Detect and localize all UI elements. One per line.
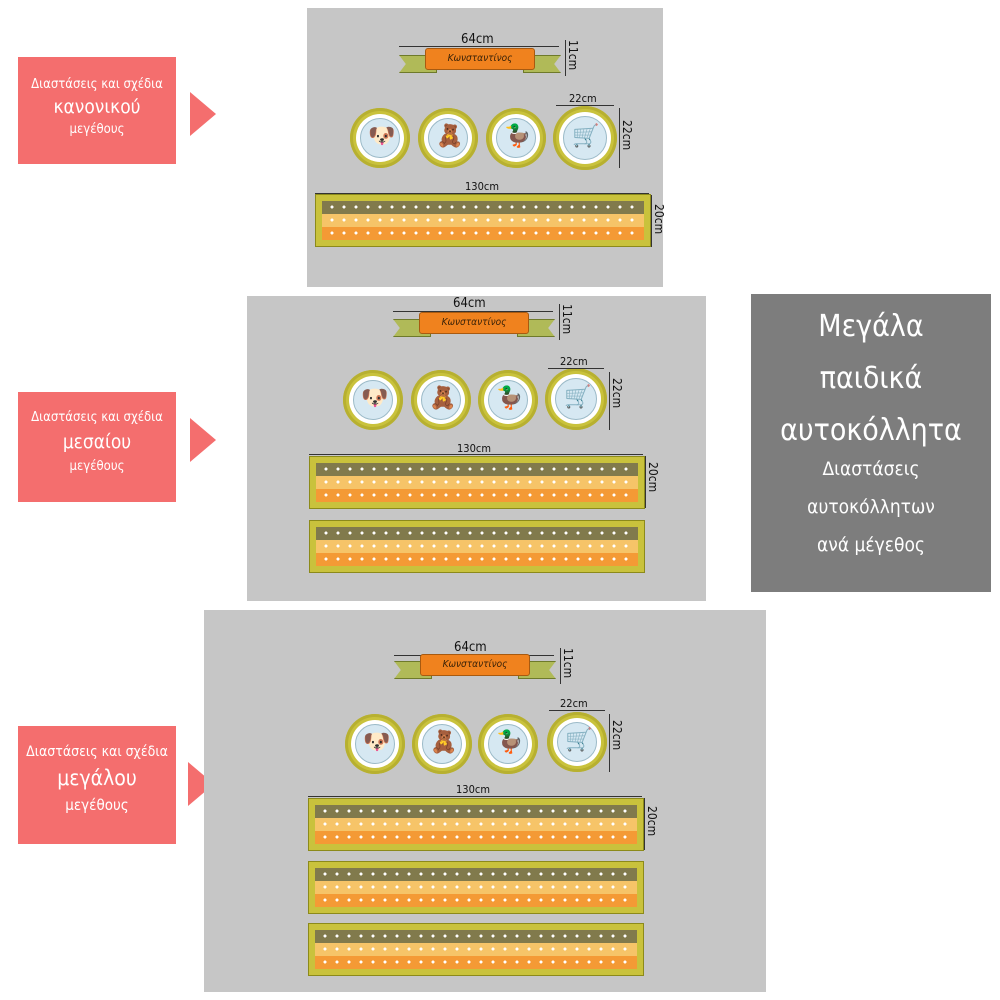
size-label-line1: Διαστάσεις και σχέδια [31, 410, 163, 425]
medallion: 🛒 [547, 712, 607, 772]
strip-width-label: 130cm [457, 442, 491, 455]
name-banner: Κωνσταντίνος [393, 312, 555, 344]
size-label-line3: μεγέθους [69, 122, 125, 137]
strip-width-label: 130cm [465, 180, 499, 193]
dimension-line [651, 195, 652, 247]
banner-height-label: 11cm [566, 40, 580, 71]
banner-height-label: 11cm [560, 304, 574, 335]
promo-title-line: αυτοκόλλητα [780, 413, 962, 448]
banner-width-label: 64cm [461, 32, 494, 47]
dimension-line [559, 304, 560, 340]
medallion: 🐶 [350, 108, 410, 168]
design-panel-medium: 64cm 11cm Κωνσταντίνος 🐶 🧸 🦆 🛒 22cm 22cm… [247, 296, 706, 601]
name-banner: Κωνσταντίνος [399, 48, 561, 80]
circle-height-label: 22cm [610, 720, 624, 751]
banner-name-text: Κωνσταντίνος [419, 312, 529, 334]
promo-subtitle-line: αυτοκόλλητων [807, 496, 935, 518]
circle-width-label: 22cm [569, 92, 597, 105]
teddy-bear-icon: 🧸 [436, 124, 464, 149]
dimension-line [308, 796, 642, 797]
dimension-line [399, 46, 559, 47]
design-panel-large: 64cm 11cm Κωνσταντίνος 🐶 🧸 🦆 🛒 22cm 22cm… [204, 610, 766, 992]
banner-name-text: Κωνσταντίνος [425, 48, 535, 70]
medallion: 🧸 [412, 714, 472, 774]
medallion: 🧸 [418, 108, 478, 168]
promo-box: Μεγάλα παιδικά αυτοκόλλητα Διαστάσεις αυ… [751, 294, 991, 592]
dimension-line [549, 710, 605, 711]
duck-icon: 🦆 [496, 386, 524, 411]
size-label-line2: μεγάλου [57, 766, 137, 790]
strip-height-label: 20cm [652, 204, 666, 235]
puppy-icon: 🐶 [363, 730, 391, 755]
medallion: 🦆 [486, 108, 546, 168]
medallion: 🦆 [478, 714, 538, 774]
medallion: 🧸 [411, 370, 471, 430]
size-label-regular: Διαστάσεις και σχέδια κανονικού μεγέθους [18, 57, 176, 164]
circle-width-label: 22cm [560, 355, 588, 368]
dimension-line [309, 454, 643, 455]
dimension-line [560, 648, 561, 684]
dimension-line [565, 40, 566, 76]
size-label-line2: μεσαίου [62, 431, 132, 453]
size-label-line2: κανονικού [53, 96, 141, 118]
teddy-bear-icon: 🧸 [429, 386, 457, 411]
size-label-medium: Διαστάσεις και σχέδια μεσαίου μεγέθους [18, 392, 176, 502]
dimension-line [609, 714, 610, 772]
border-strip [308, 798, 644, 851]
duck-icon: 🦆 [496, 730, 524, 755]
dimension-line [644, 798, 645, 850]
name-banner: Κωνσταντίνος [394, 654, 556, 686]
puppy-icon: 🐶 [368, 124, 396, 149]
banner-width-label: 64cm [453, 296, 486, 311]
dimension-line [315, 193, 649, 194]
promo-title-line: παιδικά [819, 361, 923, 396]
banner-name-text: Κωνσταντίνος [420, 654, 530, 676]
dimension-line [619, 108, 620, 168]
size-label-line3: μεγέθους [69, 459, 125, 474]
arrow-right-icon [190, 92, 216, 136]
promo-title-line: Μεγάλα [818, 309, 924, 344]
dimension-line [393, 311, 553, 312]
border-strip [315, 194, 651, 247]
medallion: 🛒 [545, 368, 607, 430]
border-strip [309, 520, 645, 573]
puppy-icon: 🐶 [361, 386, 389, 411]
dimension-line [609, 372, 610, 430]
medallion: 🐶 [345, 714, 405, 774]
dimension-line [645, 456, 646, 508]
dimension-line [548, 368, 604, 369]
medallion: 🦆 [478, 370, 538, 430]
size-label-line3: μεγέθους [65, 796, 129, 814]
size-label-line1: Διαστάσεις και σχέδια [31, 77, 163, 92]
medallion: 🐶 [343, 370, 403, 430]
banner-width-label: 64cm [454, 640, 487, 655]
dimension-line [556, 105, 614, 106]
strip-height-label: 20cm [646, 462, 660, 493]
design-panel-regular: 64cm 11cm Κωνσταντίνος 🐶 🧸 🦆 🛒 22cm 22cm… [307, 8, 666, 287]
size-label-line1: Διαστάσεις και σχέδια [26, 744, 168, 760]
promo-subtitle-line: ανά μέγεθος [817, 534, 925, 556]
promo-subtitle-line: Διαστάσεις [822, 458, 920, 480]
size-label-large: Διαστάσεις και σχέδια μεγάλου μεγέθους [18, 726, 176, 844]
toy-cart-icon: 🛒 [565, 728, 593, 753]
circle-width-label: 22cm [560, 697, 588, 710]
strip-height-label: 20cm [645, 806, 659, 837]
medallion: 🛒 [553, 106, 617, 170]
strip-width-label: 130cm [456, 783, 490, 796]
toy-cart-icon: 🛒 [564, 385, 592, 410]
toy-cart-icon: 🛒 [572, 124, 600, 149]
border-strip [308, 861, 644, 914]
border-strip [308, 923, 644, 976]
arrow-right-icon [190, 418, 216, 462]
circle-height-label: 22cm [610, 378, 624, 409]
duck-icon: 🦆 [504, 124, 532, 149]
border-strip [309, 456, 645, 509]
circle-height-label: 22cm [620, 120, 634, 151]
teddy-bear-icon: 🧸 [430, 730, 458, 755]
banner-height-label: 11cm [561, 648, 575, 679]
